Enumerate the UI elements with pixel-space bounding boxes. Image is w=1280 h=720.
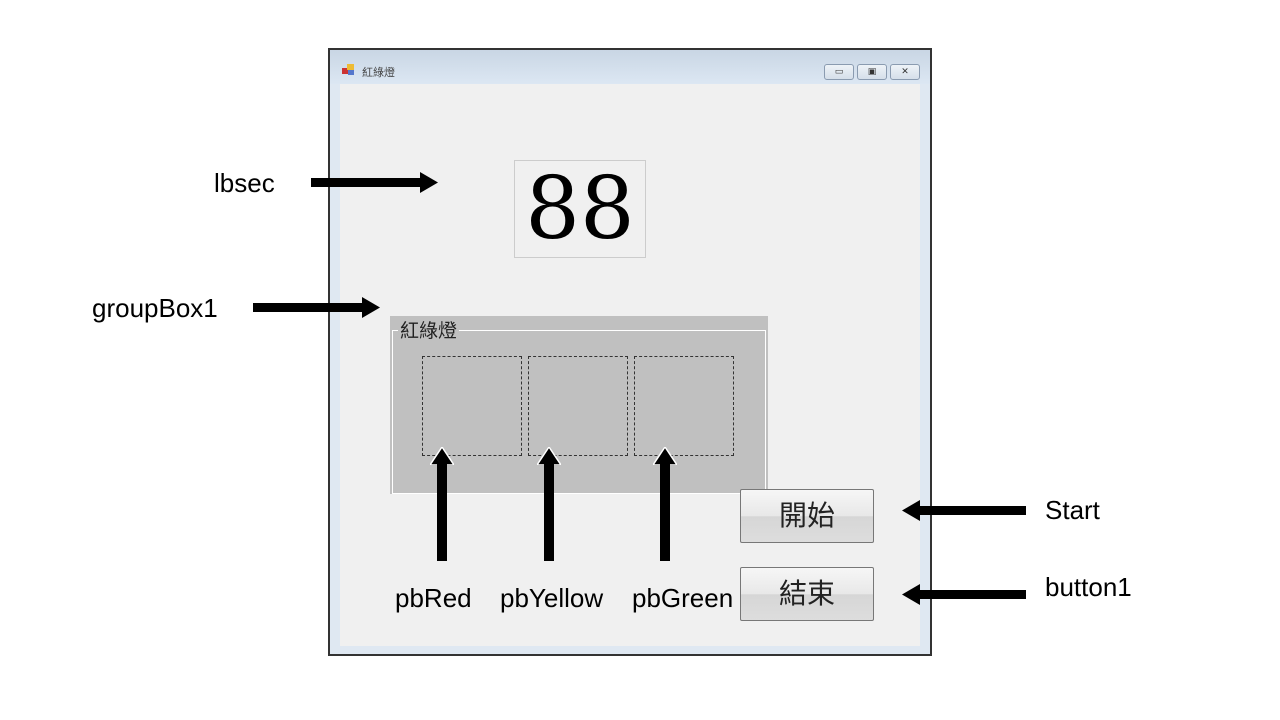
- pb-green: [634, 356, 734, 456]
- annotation-start: Start: [1045, 495, 1100, 525]
- app-window: 紅綠燈 ▭ ▣ ✕ 88 紅綠燈 開始 結束: [328, 48, 932, 656]
- arrow-right-icon: [253, 303, 365, 312]
- pb-red: [422, 356, 522, 456]
- app-icon: [342, 64, 354, 75]
- annotation-groupbox1: groupBox1: [92, 293, 218, 323]
- close-button[interactable]: ✕: [890, 64, 920, 80]
- annotation-lbsec: lbsec: [214, 168, 275, 198]
- end-button[interactable]: 結束: [740, 567, 874, 621]
- arrowhead-icon: [430, 447, 454, 465]
- arrowhead-icon: [362, 297, 380, 318]
- arrowhead-icon: [537, 447, 561, 465]
- annotation-pbred: pbRed: [395, 583, 472, 613]
- arrow-left-icon: [918, 506, 1026, 515]
- arrow-up-icon: [660, 462, 670, 561]
- start-button[interactable]: 開始: [740, 489, 874, 543]
- pb-yellow: [528, 356, 628, 456]
- annotation-pbyellow: pbYellow: [500, 583, 604, 613]
- groupbox-title: 紅綠燈: [398, 316, 460, 343]
- arrowhead-icon: [902, 584, 920, 605]
- maximize-button[interactable]: ▣: [857, 64, 887, 80]
- minimize-button[interactable]: ▭: [824, 64, 854, 80]
- annotation-button1: button1: [1045, 572, 1132, 602]
- form-client-area: 88 紅綠燈 開始 結束: [340, 84, 920, 646]
- arrow-up-icon: [544, 462, 554, 561]
- lbsec-label: 88: [514, 160, 646, 258]
- arrow-up-icon: [437, 462, 447, 561]
- title-bar: 紅綠燈 ▭ ▣ ✕: [330, 50, 930, 84]
- window-title: 紅綠燈: [362, 66, 395, 79]
- arrow-left-icon: [918, 590, 1026, 599]
- arrow-right-icon: [311, 178, 423, 187]
- arrowhead-icon: [653, 447, 677, 465]
- arrowhead-icon: [420, 172, 438, 193]
- annotation-pbgreen: pbGreen: [632, 583, 734, 613]
- groupbox-border: [392, 330, 766, 494]
- arrowhead-icon: [902, 500, 920, 521]
